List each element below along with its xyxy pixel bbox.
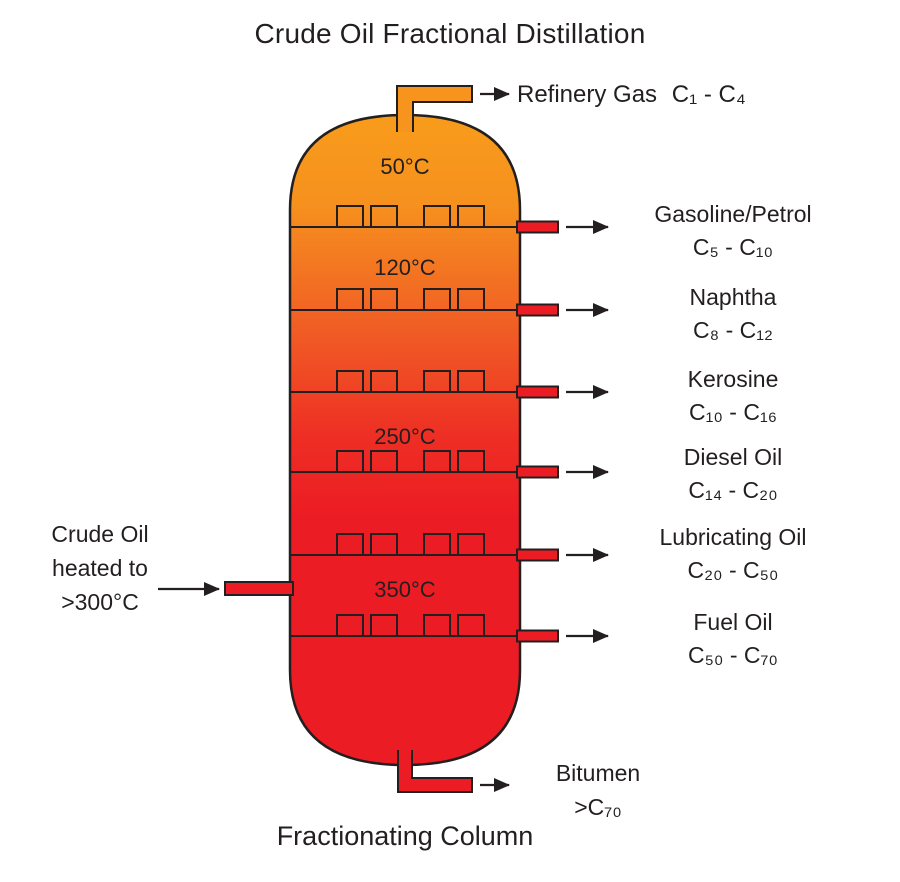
fraction-range: C₅₀ - C₇₀ — [688, 642, 778, 668]
temperature-label-120c: 120°C — [374, 255, 436, 280]
feed-pipe — [224, 581, 294, 596]
temperature-label-250c: 250°C — [374, 424, 436, 449]
fraction-name: Diesel Oil — [683, 444, 783, 470]
fraction-range: C₈ - C₁₂ — [693, 317, 773, 343]
temperature-label-350c: 350°C — [374, 577, 436, 602]
feed-line-3: >300°C — [61, 589, 139, 615]
column-caption: Fractionating Column — [276, 821, 534, 851]
fraction-range: C₅ - C₁₀ — [692, 234, 774, 260]
fraction-label-diesel-oil: Diesel Oil C₁₄ - C₂₀ — [628, 441, 838, 507]
outlet-stubs — [516, 220, 559, 643]
fraction-name: Naphtha — [689, 284, 777, 310]
fraction-label-bitumen: Bitumen >C₇₀ — [518, 756, 678, 824]
bottom-outlet-pipe — [397, 750, 473, 793]
fraction-name: Gasoline/Petrol — [654, 201, 812, 227]
feed-line-1: Crude Oil — [51, 521, 149, 547]
outlet-arrows — [158, 87, 608, 792]
fraction-name: Fuel Oil — [693, 609, 773, 635]
fraction-label-lubricating-oil: Lubricating Oil C₂₀ - C₅₀ — [628, 521, 838, 587]
fraction-range: C₂₀ - C₅₀ — [687, 557, 779, 583]
fraction-label-refinery-gas: Refinery Gas C₁ - C₄ — [517, 81, 746, 109]
fraction-label-gasoline: Gasoline/Petrol C₅ - C₁₀ — [628, 198, 838, 264]
fraction-label-naphtha: Naphtha C₈ - C₁₂ — [628, 281, 838, 347]
fraction-range: C₁₄ - C₂₀ — [688, 477, 778, 503]
fraction-name: Refinery Gas — [517, 81, 658, 108]
fraction-label-kerosine: Kerosine C₁₀ - C₁₆ — [628, 363, 838, 429]
fraction-name: Kerosine — [687, 366, 779, 392]
fraction-name: Lubricating Oil — [659, 524, 807, 550]
fraction-range: C₁₀ - C₁₆ — [688, 399, 777, 425]
temperature-label-50c: 50°C — [380, 154, 430, 179]
feed-line-2: heated to — [52, 555, 148, 581]
top-outlet-pipe — [396, 85, 473, 132]
fraction-label-fuel-oil: Fuel Oil C₅₀ - C₇₀ — [628, 606, 838, 672]
fraction-range: C₁ - C₄ — [671, 81, 746, 108]
column-body — [288, 113, 522, 767]
fraction-name: Bitumen — [555, 760, 641, 786]
fraction-range: >C₇₀ — [574, 794, 622, 820]
diagram-title: Crude Oil Fractional Distillation — [254, 18, 646, 49]
feed-label: Crude Oil heated to >300°C — [20, 517, 180, 619]
